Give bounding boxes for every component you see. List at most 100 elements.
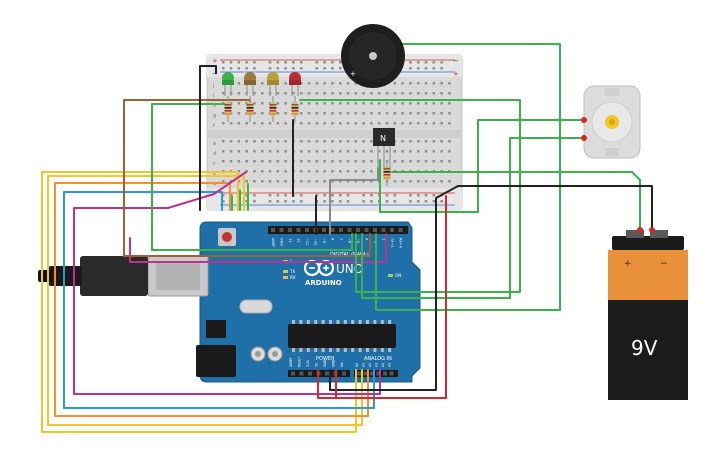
reset-button-cap[interactable] xyxy=(222,232,232,242)
digital-pin[interactable] xyxy=(347,228,352,232)
rail-hole xyxy=(385,194,389,197)
breadboard-hole xyxy=(362,180,365,183)
breadboard-hole xyxy=(417,160,420,163)
breadboard-hole xyxy=(432,140,436,143)
digital-pin[interactable] xyxy=(322,228,326,232)
breadboard-hole xyxy=(339,112,342,115)
breadboard-hole xyxy=(261,150,264,153)
breadboard-hole xyxy=(331,180,334,183)
digital-pin[interactable] xyxy=(364,228,369,232)
rail-hole xyxy=(339,67,342,70)
analog-pin[interactable] xyxy=(389,371,394,376)
breadboard-hole xyxy=(354,102,358,105)
analog-pin[interactable] xyxy=(376,371,381,376)
resistors xyxy=(224,96,391,186)
power-pin-label: IOREF xyxy=(289,357,293,367)
leds xyxy=(222,72,301,96)
breadboard-hole xyxy=(261,180,264,183)
breadboard-hole xyxy=(315,112,319,115)
row-letter: c xyxy=(213,161,216,167)
rail-hole xyxy=(409,200,412,203)
power-section-label: POWER xyxy=(316,356,335,362)
tx-led xyxy=(283,270,288,273)
breadboard-hole xyxy=(307,180,311,183)
breadboard-hole xyxy=(346,180,350,183)
breadboard-hole xyxy=(300,150,303,153)
digital-pin-label: 12 xyxy=(297,238,301,242)
breadboard-hole xyxy=(307,92,311,95)
digital-pin[interactable] xyxy=(339,228,343,232)
power-pin[interactable] xyxy=(342,371,346,376)
breadboard-hole xyxy=(401,122,404,125)
breadboard-hole xyxy=(417,140,420,143)
analog-pin[interactable] xyxy=(363,371,368,376)
resistor xyxy=(246,96,254,122)
analog-pin[interactable] xyxy=(370,371,374,376)
rail-hole xyxy=(276,61,280,64)
breadboard-hole xyxy=(440,102,443,105)
digital-pin[interactable] xyxy=(330,228,335,232)
breadboard-hole xyxy=(354,92,358,95)
breadboard-hole xyxy=(339,140,342,143)
rail-hole xyxy=(253,200,256,203)
rail-hole xyxy=(222,194,225,197)
rail-hole xyxy=(268,67,272,70)
rail-hole xyxy=(253,67,256,70)
digital-pin[interactable] xyxy=(288,228,292,232)
breadboard-hole xyxy=(448,150,451,153)
led-orange xyxy=(244,72,256,96)
resistor xyxy=(383,160,391,186)
breadboard-hole xyxy=(331,112,334,115)
breadboard-hole xyxy=(284,112,287,115)
digital-pin[interactable] xyxy=(398,228,403,232)
digital-pin[interactable] xyxy=(296,228,301,232)
rail-hole xyxy=(284,194,287,197)
digital-pin[interactable] xyxy=(373,228,377,232)
motor-terminal xyxy=(581,135,587,141)
power-pin[interactable] xyxy=(325,371,329,376)
breadboard-hole xyxy=(370,140,373,143)
digital-pin[interactable] xyxy=(381,228,386,232)
digital-pin[interactable] xyxy=(390,228,394,232)
breadboard-hole xyxy=(229,122,233,125)
chip-pin xyxy=(336,320,340,324)
breadboard-hole xyxy=(393,92,397,95)
breadboard-hole xyxy=(315,102,319,105)
digital-pin[interactable] xyxy=(305,228,309,232)
capacitor-top xyxy=(272,351,278,357)
led-red xyxy=(289,72,301,96)
rail-hole xyxy=(385,200,389,203)
breadboard-hole xyxy=(245,180,248,183)
digital-pin[interactable] xyxy=(356,228,360,232)
analog-pin-label: A0 xyxy=(355,363,359,367)
board-brand-label: ARDUINO xyxy=(305,279,342,287)
power-pin[interactable] xyxy=(308,371,312,376)
rail-hole xyxy=(222,67,225,70)
breadboard-hole xyxy=(307,102,311,105)
power-pin[interactable] xyxy=(299,371,304,376)
analog-pin[interactable] xyxy=(383,371,387,376)
breadboard-hole xyxy=(401,102,404,105)
breadboard-hole xyxy=(409,112,412,115)
breadboard-hole xyxy=(370,160,373,163)
rail-hole xyxy=(432,194,436,197)
digital-pin[interactable] xyxy=(279,228,284,232)
led-yellow xyxy=(267,72,279,96)
voltage-regulator xyxy=(206,320,226,338)
rail-hole xyxy=(253,194,256,197)
breadboard-hole xyxy=(284,92,287,95)
breadboard-hole xyxy=(276,102,280,105)
analog-pin[interactable] xyxy=(357,371,361,376)
chip-pin xyxy=(299,348,303,352)
breadboard-hole xyxy=(417,112,420,115)
digital-pin[interactable] xyxy=(271,228,275,232)
digital-header xyxy=(268,226,408,234)
breadboard-hole xyxy=(261,122,264,125)
power-pin-label: 3.3V xyxy=(306,359,310,367)
breadboard-hole xyxy=(432,150,436,153)
resistor xyxy=(224,96,232,122)
wire-magenta-a4 xyxy=(73,171,381,395)
rail-hole xyxy=(292,61,295,64)
power-pin[interactable] xyxy=(291,371,295,376)
breadboard-hole xyxy=(370,102,373,105)
